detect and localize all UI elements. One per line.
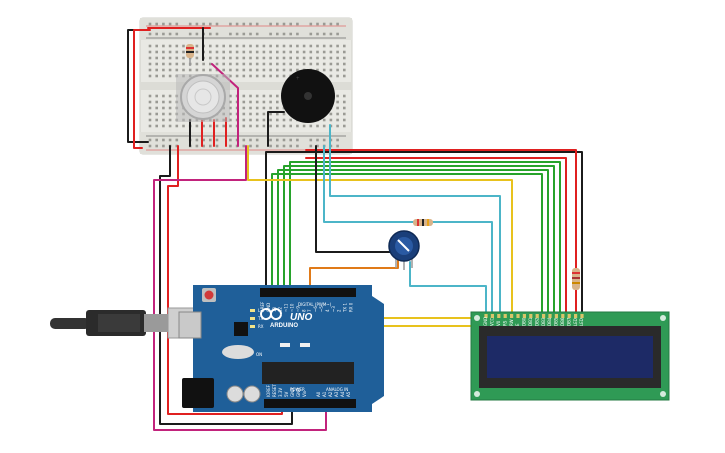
usb-chip — [234, 322, 248, 336]
brand-label: ARDUINO — [270, 323, 298, 329]
pin-label: 5V — [284, 391, 289, 397]
wire-orange-pot — [309, 257, 399, 293]
pin-label: ~5 — [319, 306, 324, 312]
lcd-pin-label: RW — [509, 319, 514, 326]
lcd-pin-label: DB4 — [547, 317, 552, 326]
resistor-lcd-backlight[interactable] — [572, 268, 580, 290]
lcd-pin-label: VCC — [490, 317, 495, 326]
lcd-pin-label: LED — [573, 318, 578, 326]
pin-label: 2 — [337, 309, 342, 312]
lcd-pin-label: DB0 — [522, 317, 527, 326]
pin-label: ~9 — [295, 306, 300, 312]
pin-label: ~10 — [290, 303, 295, 312]
led-label: L — [258, 308, 261, 313]
wire-red-lcd — [305, 149, 577, 317]
analog-header-label: ANALOG IN — [326, 387, 348, 392]
wire-green-2 — [283, 165, 555, 317]
wire-green-4 — [271, 173, 543, 317]
potentiometer[interactable] — [388, 230, 420, 270]
led-label: TX — [257, 316, 263, 321]
led-labels: L TX RX — [250, 308, 264, 329]
wire-red-lcd-2 — [305, 157, 567, 317]
lcd-pin-label: DB5 — [554, 317, 559, 326]
pin-label: GND — [290, 388, 295, 397]
pin-label: TX 1 — [343, 303, 348, 313]
lcd-screen — [487, 336, 653, 378]
pin-label: IOREF — [266, 384, 271, 397]
wire-magenta-sensor — [211, 63, 239, 147]
wire-cyan-1 — [329, 145, 501, 317]
pin-label: A2 — [328, 391, 333, 397]
model-label: UNO — [290, 312, 312, 323]
wire-black-pot — [315, 145, 393, 253]
wire-cyan-3 — [409, 261, 487, 317]
atmega-chip — [262, 362, 354, 384]
power-header[interactable] — [264, 399, 332, 408]
wire-yellow-1 — [247, 145, 513, 317]
arduino-logo-icon — [260, 308, 282, 321]
lcd-pin-label: RS — [502, 320, 507, 326]
resistor-top[interactable] — [186, 44, 194, 66]
pin-label: GND — [296, 388, 301, 397]
pin-label: A5 — [346, 391, 351, 397]
lcd-pin-label: GND — [483, 317, 488, 326]
piezo-buzzer[interactable]: + — [281, 69, 335, 123]
wire-green-3 — [277, 169, 549, 317]
pin-label: 12 — [278, 306, 283, 312]
lcd-pin-label: LED — [579, 318, 584, 326]
wire-black-buzzer — [267, 111, 285, 147]
pin-label: GND — [266, 303, 271, 312]
arduino-uno[interactable]: ARDUINO UNO DIGITAL (PWM~) POWER ANALOG … — [178, 285, 384, 412]
pin-label: ~3 — [331, 306, 336, 312]
pin-label: 4 — [325, 309, 330, 312]
lcd-pin-label: DB1 — [528, 317, 533, 326]
pin-label: A3 — [334, 391, 339, 397]
pin-label: RX 0 — [349, 302, 354, 312]
lcd-pin-label: DB2 — [534, 317, 539, 326]
pin-label: 7 — [307, 309, 312, 312]
wire-magenta-arduino-a0 — [153, 145, 327, 431]
lcd-pin-label: DB7 — [566, 317, 571, 326]
wire-black-arduino-gnd — [159, 145, 293, 425]
analog-header[interactable] — [316, 399, 356, 408]
gas-sensor[interactable] — [176, 74, 230, 122]
pin-label: AREF — [260, 301, 265, 312]
lcd-pin-label: DB3 — [541, 317, 546, 326]
pin-label: RESET — [272, 384, 277, 397]
pin-label: A0 — [316, 391, 321, 397]
svg-text:+: + — [296, 76, 300, 82]
pin-label: Vin — [302, 390, 307, 397]
pin-label: 3.3V — [278, 388, 283, 397]
power-header-label: POWER — [290, 387, 305, 392]
pin-label: A4 — [340, 391, 345, 397]
lcd-pin-label: V0 — [496, 320, 501, 326]
lcd-pin-label: E — [515, 323, 520, 326]
pin-label: ~6 — [313, 306, 318, 312]
digital-header-label: DIGITAL (PWM~) — [298, 302, 332, 307]
on-label: ON — [256, 352, 262, 357]
digital-header[interactable] — [260, 288, 356, 297]
wire-red-rail-left — [133, 29, 151, 149]
lcd-pin-label: DB6 — [560, 317, 565, 326]
pin-label: 8 — [301, 309, 306, 312]
led-label: RX — [258, 324, 264, 329]
wire-black-lcd — [265, 151, 583, 317]
resistor-middle[interactable] — [413, 219, 433, 226]
pin-label: ~11 — [284, 303, 289, 312]
usb-cable — [50, 307, 199, 339]
pin-label: A1 — [322, 391, 327, 397]
wire-green-1 — [289, 161, 561, 317]
pin-label: 13 — [272, 306, 277, 312]
